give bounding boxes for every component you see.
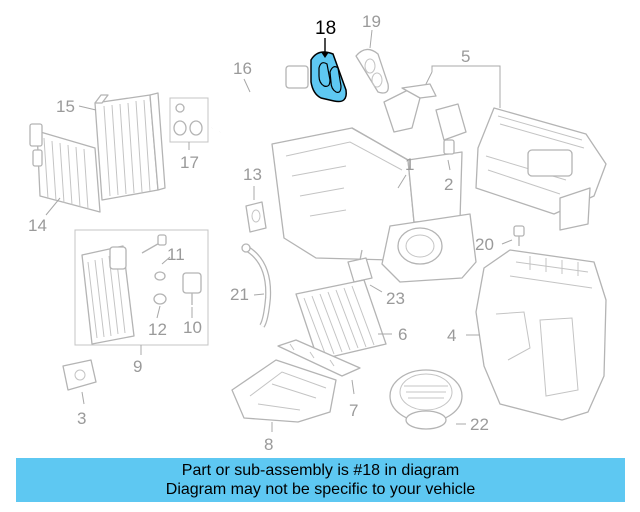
part-6-cabin-filter: 6: [295, 279, 407, 361]
callout-10: 10: [183, 318, 202, 337]
callout-11: 11: [167, 245, 185, 264]
banner-line-1: Part or sub-assembly is #18 in diagram: [181, 462, 460, 479]
callout-8: 8: [264, 435, 273, 454]
callout-5: 5: [461, 47, 470, 66]
part-13-actuator: 13: [243, 165, 267, 233]
callout-20: 20: [475, 235, 494, 254]
part-22-blower-motor: 22: [389, 369, 489, 434]
callout-1: 1: [405, 155, 414, 174]
callout-12: 12: [148, 320, 167, 339]
part-15-heater-core: 15: [56, 92, 166, 201]
part-23-resistor: 23: [347, 249, 405, 308]
part-4-lower-housing: 4: [447, 249, 607, 421]
callout-17: 17: [180, 153, 199, 172]
callout-2: 2: [444, 175, 453, 194]
part-21-drain-hose: 21: [230, 243, 272, 328]
part-7-bracket: 7: [277, 339, 361, 420]
callout-21: 21: [230, 285, 249, 304]
callout-7: 7: [349, 401, 358, 420]
callout-6: 6: [398, 325, 407, 344]
part-3-sensor: 3: [62, 359, 97, 428]
callout-4: 4: [447, 326, 456, 345]
part-18-seal-highlighted: 18: [310, 18, 347, 103]
part-14-evaporator: 14: [28, 123, 101, 235]
callout-3: 3: [77, 409, 86, 428]
banner-line-2: Diagram may not be specific to your vehi…: [165, 481, 476, 498]
callout-15: 15: [56, 97, 75, 116]
part-8-cover-panel: 8: [231, 359, 337, 454]
callout-13: 13: [243, 165, 262, 184]
part-17-seals: 17: [169, 97, 209, 172]
callout-23: 23: [386, 289, 405, 308]
callout-9: 9: [133, 357, 142, 376]
callout-18: 18: [315, 18, 336, 39]
callout-14: 14: [28, 216, 47, 235]
callout-16: 16: [233, 59, 252, 78]
part-20-bolt: 20: [475, 225, 525, 254]
part-5-group: 5: [383, 47, 607, 231]
part-19-flange: 19: [355, 12, 389, 94]
part-2-servo: 2: [435, 103, 467, 194]
info-banner: Part or sub-assembly is #18 in diagram D…: [16, 458, 625, 502]
part-1-main-housing: 1: [271, 127, 477, 283]
part-9-group: 9 11 12 10: [74, 229, 209, 376]
callout-22: 22: [470, 415, 489, 434]
callout-19: 19: [362, 12, 381, 31]
part-16-pipes: 16: [210, 59, 309, 134]
parts-diagram: 15 14 9 11 12 10 3: [28, 12, 607, 454]
